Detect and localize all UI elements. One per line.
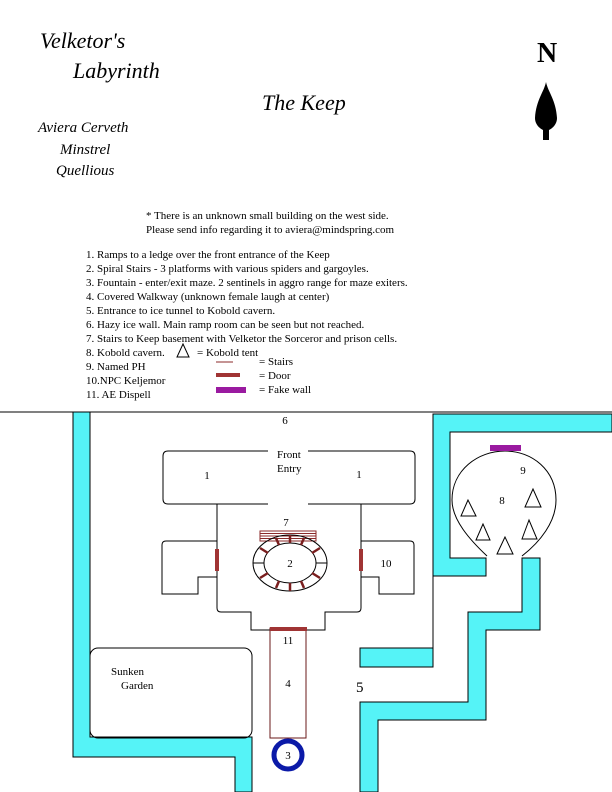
door-east[interactable] <box>359 549 363 571</box>
label-4: 4 <box>285 678 291 690</box>
kobold-tent-icon <box>524 487 542 508</box>
legend-item: 4. Covered Walkway (unknown female laugh… <box>86 291 330 303</box>
label-sunken: Sunken <box>111 666 145 678</box>
door-west[interactable] <box>215 549 219 571</box>
legend-door-icon <box>216 373 240 377</box>
title-line-2: Labyrinth <box>73 58 160 83</box>
door-dispell[interactable] <box>270 627 307 631</box>
label-8: 8 <box>499 495 505 507</box>
legend-item: 11. AE Dispell <box>86 389 151 401</box>
compass-north-letter: N <box>537 38 558 69</box>
author-class: Minstrel <box>60 142 111 158</box>
legend-item: 9. Named PH <box>86 361 146 373</box>
symbol-fake-wall-label: = Fake wall <box>259 384 312 396</box>
label-garden: Garden <box>121 680 154 692</box>
legend-item: 5. Entrance to ice tunnel to Kobold cave… <box>86 305 276 317</box>
spiral-stairs[interactable] <box>252 534 328 592</box>
author-name: Aviera Cerveth <box>38 120 129 136</box>
author-server: Quellious <box>56 163 115 179</box>
kobold-tents <box>460 487 542 555</box>
legend-list: 1. Ramps to a ledge over the front entra… <box>86 248 408 402</box>
legend-item: 1. Ramps to a ledge over the front entra… <box>86 249 330 261</box>
label-front: Front <box>277 449 301 461</box>
fake-wall[interactable] <box>490 445 521 451</box>
symbol-stairs-label: = Stairs <box>259 356 294 368</box>
west-ice-corridor <box>72 411 253 792</box>
legend-item: 6. Hazy ice wall. Main ramp room can be … <box>86 319 365 331</box>
west-room <box>161 540 217 595</box>
kobold-tent-icon <box>475 522 491 541</box>
label-1-right: 1 <box>356 469 362 481</box>
ice-tunnel-to-cavern <box>359 557 541 792</box>
label-11: 11 <box>283 635 294 647</box>
legend-item: 2. Spiral Stairs - 3 platforms with vari… <box>86 263 369 275</box>
ramp-room-left <box>162 450 268 505</box>
label-9: 9 <box>520 465 526 477</box>
symbol-kobold-tent-label: = Kobold tent <box>197 347 259 359</box>
kobold-tent-icon <box>460 498 477 517</box>
ramp-room-right <box>308 450 416 505</box>
symbol-door-label: = Door <box>259 370 291 382</box>
label-entry: Entry <box>277 463 302 475</box>
fountain[interactable] <box>271 738 305 772</box>
north-ice-corridor <box>432 413 612 577</box>
legend-item: 10.NPC Keljemor <box>86 375 166 387</box>
kobold-tent-icon <box>496 535 514 555</box>
kobold-tent-icon <box>521 518 538 540</box>
legend-item: 8. Kobold cavern. <box>86 347 165 359</box>
legend-item: 7. Stairs to Keep basement with Velketor… <box>86 333 398 345</box>
sunken-garden <box>89 647 253 739</box>
label-5: 5 <box>356 680 364 696</box>
legend-tent-icon <box>176 342 190 358</box>
note-line-1: * There is an unknown small building on … <box>146 210 389 222</box>
label-7: 7 <box>283 517 289 529</box>
legend-item: 3. Fountain - enter/exit maze. 2 sentine… <box>86 277 408 289</box>
label-1-left: 1 <box>204 470 210 482</box>
label-3: 3 <box>285 750 291 762</box>
label-10: 10 <box>381 558 393 570</box>
label-2: 2 <box>287 558 293 570</box>
label-6: 6 <box>282 415 288 427</box>
note-line-2: Please send info regarding it to aviera@… <box>146 224 395 236</box>
keep-walls <box>161 450 416 631</box>
ice-tunnel-stub <box>359 647 434 668</box>
keljemor-room <box>361 540 415 595</box>
title-line-1: Velketor's <box>40 28 126 53</box>
basement-stairs[interactable] <box>259 530 317 542</box>
map-subtitle: The Keep <box>262 90 346 115</box>
legend-fake-wall-icon <box>216 387 246 393</box>
